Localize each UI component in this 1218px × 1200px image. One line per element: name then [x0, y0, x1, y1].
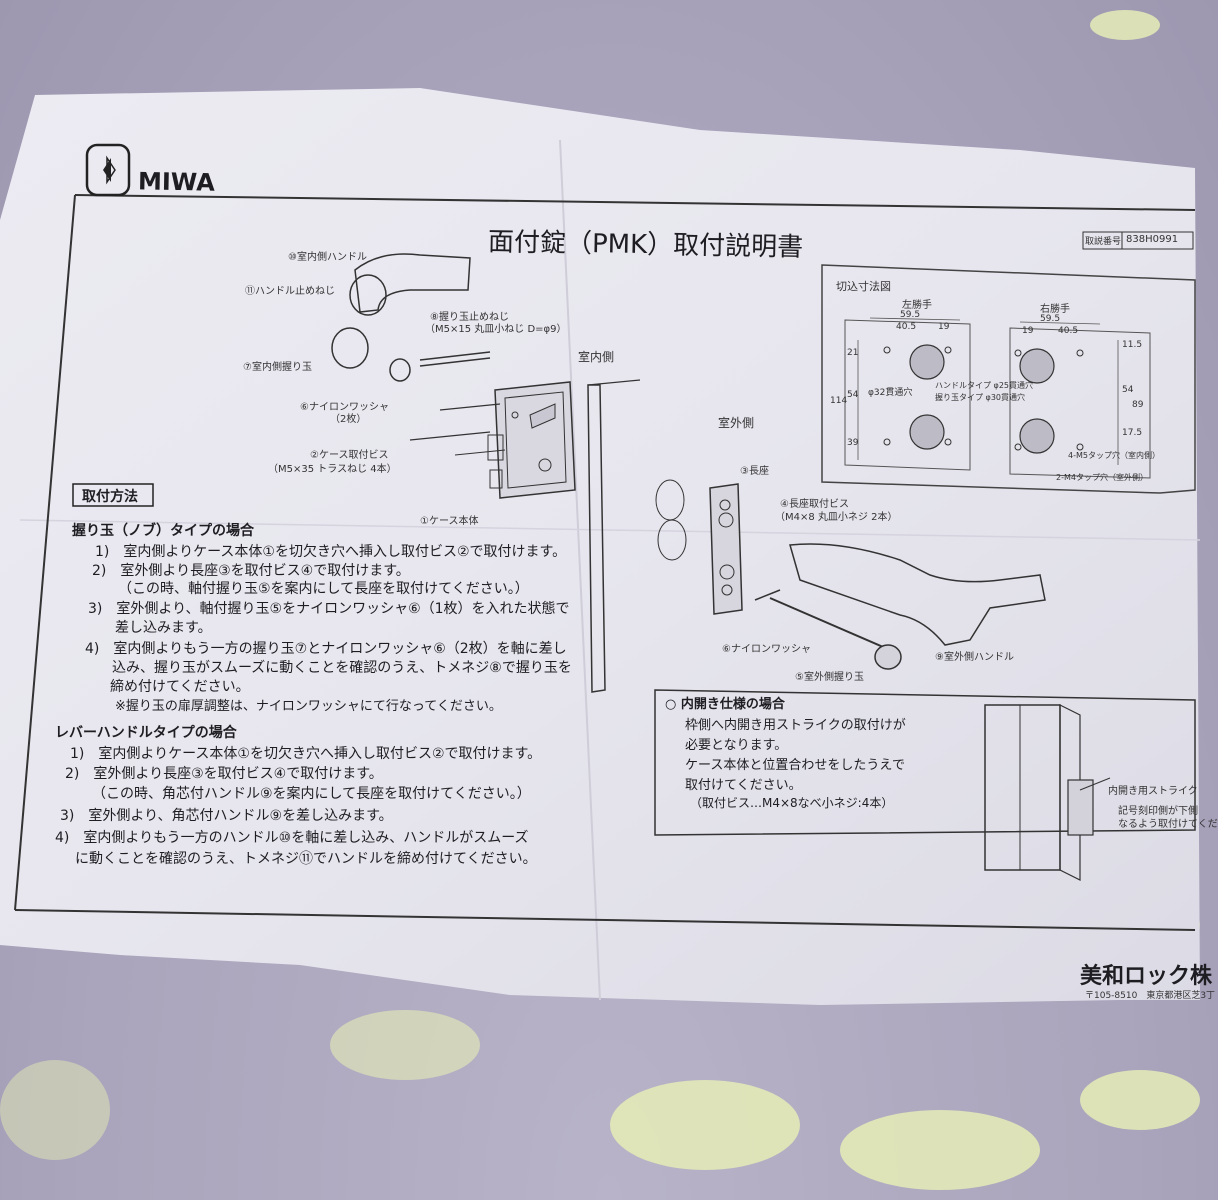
lever-step-line: 4) 室内側よりもう一方のハンドル⑩を軸に差し込み、ハンドルがスムーズ	[55, 830, 529, 846]
cutout-vdim-right-3: 17.5	[1122, 428, 1143, 438]
label-escutcheon: ③長座	[740, 466, 769, 477]
label-knob-screw: ⑧握り玉止めねじ	[430, 312, 509, 323]
knob-step-line: 4) 室内側よりもう一方の握り玉⑦とナイロンワッシャ⑥（2枚）を軸に差し	[85, 641, 567, 657]
strike-note: なるよう取付けてくだ	[1118, 819, 1218, 830]
label-knob-screw-spec: （M5×15 丸皿小ねじ D=φ9）	[425, 324, 567, 335]
label-escutcheon-screw: ④長座取付ビス	[780, 499, 849, 510]
inward-line: 必要となります。	[685, 738, 788, 753]
cutout-hole1: φ32貫通穴	[868, 388, 913, 398]
knob-step-line: （この時、軸付握り玉⑤を案内にして長座を取付けてください。）	[118, 581, 529, 597]
inward-line: ケース本体と位置合わせをしたうえで	[685, 758, 905, 773]
knob-type-heading: 握り玉（ノブ）タイプの場合	[72, 523, 254, 539]
inward-line: （取付ビス…M4×8なべ小ネジ:4本）	[690, 796, 894, 810]
cutout-dim-right-1: 19	[1022, 326, 1034, 336]
label-indoor-handle: ⑩室内側ハンドル	[288, 252, 367, 263]
inward-line: 枠側へ内開き用ストライクの取付けが	[685, 718, 906, 733]
knob-step-line: 差し込みます。	[115, 620, 212, 636]
cutout-hole3: 握り玉タイプ φ30貫通穴	[935, 393, 1025, 402]
cutout-left-hand: 左勝手	[902, 300, 932, 311]
document-title: 面付錠（PMK）取付説明書	[487, 227, 804, 263]
lever-type-heading: レバーハンドルタイプの場合	[55, 725, 237, 741]
knob-step-line: 3) 室外側より、軸付握り玉⑤をナイロンワッシャ⑥（1枚）を入れた状態で	[88, 601, 570, 617]
brand-logo-text: MIWA	[137, 167, 216, 197]
cutout-dim-right-0: 59.5	[1040, 314, 1061, 324]
fabric-spot	[1080, 1070, 1200, 1130]
cutout-vdim-right-0: 11.5	[1122, 340, 1143, 350]
label-nylon-washer-2: ⑥ナイロンワッシャ	[722, 644, 811, 655]
cutout-vdim-right-2: 89	[1132, 400, 1144, 410]
cutout-vdim-0: 21	[847, 348, 859, 358]
cutout-dim-left-1: 40.5	[896, 322, 917, 332]
label-outdoor-side: 室外側	[718, 416, 755, 430]
knob-step-line: 1) 室内側よりケース本体①を切欠き穴へ挿入し取付ビス②で取付けます。	[95, 544, 567, 560]
label-indoor-knob: ⑦室内側握り玉	[243, 362, 312, 373]
strike-note: 記号刻印側が下側	[1118, 806, 1198, 817]
lever-step-line: 2) 室外側より長座③を取付ビス④で取付けます。	[65, 766, 383, 782]
company-address: 〒105-8510 東京都港区芝3丁	[1085, 991, 1216, 1001]
lever-step-line: 1) 室内側よりケース本体①を切欠き穴へ挿入し取付ビス②で取付けます。	[70, 746, 542, 762]
label-indoor-side: 室内側	[578, 350, 615, 364]
label-case-screw-spec: （M5×35 トラスねじ 4本）	[268, 464, 397, 475]
lever-step-line: に動くことを確認のうえ、トメネジ⑪でハンドルを締め付けてください。	[75, 851, 537, 867]
cutout-hole2: ハンドルタイプ φ25貫通穴	[935, 381, 1033, 390]
label-handle-screw: ⑪ハンドル止めねじ	[245, 286, 335, 297]
inward-line: 取付けてください。	[685, 778, 802, 793]
doc-number: 838H0991	[1126, 234, 1179, 245]
cutout-right-hand: 右勝手	[1040, 304, 1070, 315]
knob-step-line: 込み、握り玉がスムーズに動くことを確認のうえ、トメネジ⑧で握り玉を	[112, 660, 572, 676]
label-outdoor-handle: ⑨室外側ハンドル	[935, 652, 1014, 663]
fabric-spot	[840, 1110, 1040, 1190]
fabric-spot	[0, 1060, 110, 1160]
label-escutcheon-screw-spec: （M4×8 丸皿小ネジ 2本）	[775, 512, 898, 523]
label-outdoor-knob: ⑤室外側握り玉	[795, 672, 864, 683]
inward-heading: ○ 内開き仕様の場合	[665, 697, 785, 712]
knob-step-line: ※握り玉の扉厚調整は、ナイロンワッシャにて行なってください。	[115, 699, 502, 714]
lever-step-line: （この時、角芯付ハンドル⑨を案内にして長座を取付けてください。）	[92, 786, 531, 802]
label-nylon-washer: ⑥ナイロンワッシャ	[300, 402, 389, 413]
cutout-vdim-right-1: 54	[1122, 385, 1134, 395]
lever-step-line: 3) 室外側より、角芯付ハンドル⑨を差し込みます。	[60, 808, 393, 824]
cutout-dim-left-0: 59.5	[900, 310, 921, 320]
label-nylon-washer-qty: （2枚）	[330, 414, 367, 425]
cutout-vdim-2: 114	[830, 396, 848, 406]
doc-number-label: 取説番号	[1085, 237, 1122, 247]
fabric-spot	[1090, 10, 1160, 40]
label-case-screw: ②ケース取付ビス	[310, 450, 389, 461]
strike-label: 内開き用ストライク	[1108, 786, 1198, 797]
label-case-body: ①ケース本体	[420, 516, 479, 527]
method-heading: 取付方法	[82, 489, 138, 505]
cutout-vdim-1: 54	[847, 390, 859, 400]
cutout-dim-left-2: 19	[938, 322, 950, 332]
knob-step-line: 2) 室外側より長座③を取付ビス④で取付けます。	[92, 563, 410, 579]
company-name: 美和ロック株	[1080, 964, 1213, 989]
fabric-spot	[610, 1080, 800, 1170]
cutout-title: 切込寸法図	[836, 280, 891, 293]
fabric-spot	[330, 1010, 480, 1080]
cutout-dim-right-2: 40.5	[1058, 326, 1079, 336]
knob-step-line: 締め付けてください。	[110, 679, 250, 695]
cutout-tap2: 2-M4タップ穴（室外側）	[1056, 473, 1148, 482]
cutout-vdim-3: 39	[847, 438, 859, 448]
cutout-tap1: 4-M5タップ穴（室内側）	[1068, 451, 1160, 460]
